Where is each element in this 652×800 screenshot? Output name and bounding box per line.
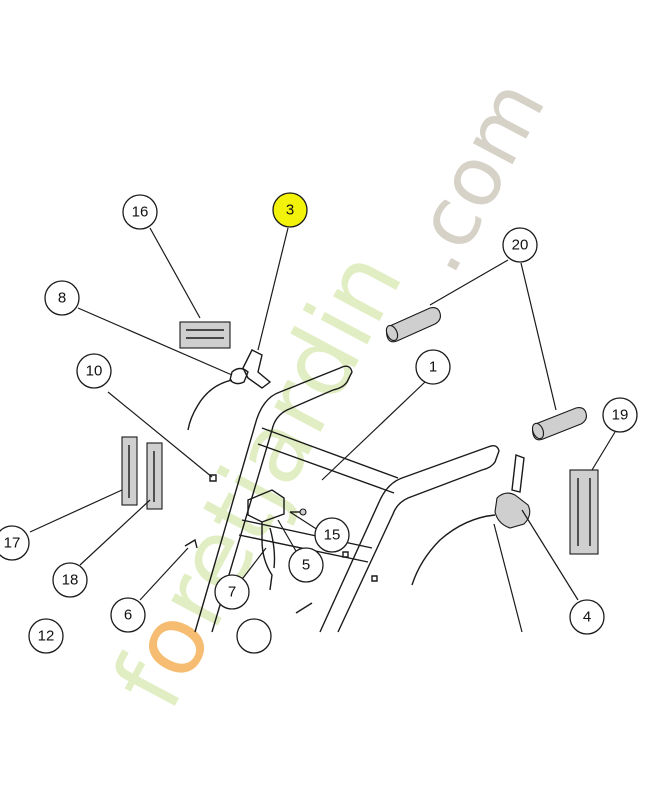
bolt (295, 602, 313, 614)
svg-text:6: 6 (124, 607, 132, 624)
handlebar-frame (194, 365, 500, 633)
svg-text:5: 5 (302, 557, 310, 574)
callout-8: 8 (44, 280, 80, 316)
svg-text:10: 10 (86, 363, 103, 380)
lever-3 (242, 349, 272, 389)
svg-text:20: 20 (512, 237, 529, 254)
control-block (247, 489, 307, 591)
callout-15: 15 (314, 517, 350, 553)
left-lever-assembly (187, 349, 272, 431)
upper-crossbar (257, 427, 399, 494)
callout-12: 12 (28, 618, 64, 654)
cable-8 (187, 379, 233, 431)
callout-17: 17 (0, 525, 30, 561)
svg-text:3: 3 (286, 202, 294, 219)
callout-16: 16 (122, 194, 158, 230)
left-tube (194, 365, 353, 633)
callout-5: 5 (288, 547, 324, 583)
callout-19: 19 (602, 397, 638, 433)
callout-20: 20 (502, 227, 538, 263)
cable-right (411, 514, 496, 586)
sticker-19 (569, 469, 599, 555)
grip-upper (385, 307, 441, 343)
right-lever-assembly (411, 454, 531, 586)
sticker-18 (146, 442, 163, 510)
svg-text:18: 18 (62, 572, 79, 589)
sticker-16 (179, 321, 231, 349)
svg-text:4: 4 (583, 609, 591, 626)
watermark-part-4: .com (386, 65, 564, 287)
callout-4: 4 (569, 599, 605, 635)
svg-text:1: 1 (429, 359, 437, 376)
lever-4 (511, 454, 525, 493)
right-tube (319, 444, 500, 633)
svg-text:15: 15 (324, 527, 341, 544)
grip-lower (531, 407, 587, 441)
svg-text:12: 12 (38, 628, 55, 645)
svg-text:7: 7 (228, 584, 236, 601)
svg-text:19: 19 (612, 407, 629, 424)
callout-6: 6 (110, 597, 146, 633)
switch-block-5 (247, 489, 285, 523)
hardware (184, 474, 378, 614)
svg-text:8: 8 (58, 290, 66, 307)
callout-10: 10 (76, 353, 112, 389)
callout-7: 7 (214, 574, 250, 610)
watermark-part-3: retjardin (135, 233, 424, 644)
callout-partial (236, 618, 272, 654)
svg-text:17: 17 (4, 535, 21, 552)
callout-1: 1 (415, 349, 451, 385)
svg-text:16: 16 (132, 204, 149, 221)
callout-18: 18 (52, 562, 88, 598)
clip-6 (184, 538, 198, 549)
watermark: foretjardin .com (91, 65, 564, 726)
callout-3: 3 (272, 192, 308, 228)
wire-7 (261, 522, 273, 591)
leader-lines (29, 227, 616, 633)
sticker-17 (121, 436, 138, 506)
nut-10 (209, 474, 217, 482)
